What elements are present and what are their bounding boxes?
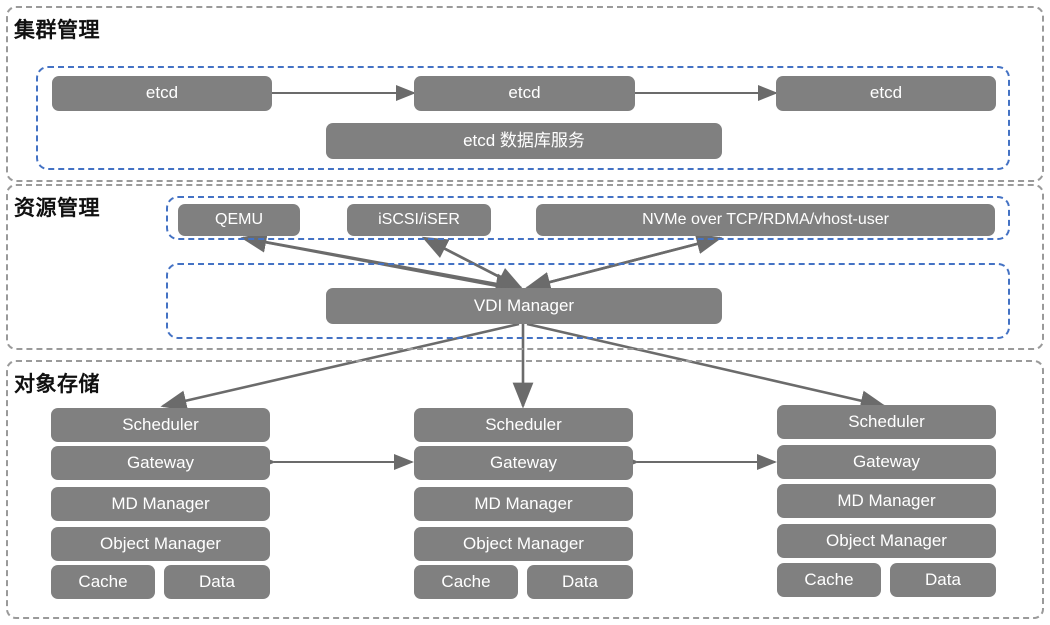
section-title-object-storage: 对象存储 — [14, 373, 100, 396]
section-resource-management — [6, 184, 1044, 350]
storage-right-gateway[interactable]: Gateway — [777, 445, 996, 479]
etcd-node-2[interactable]: etcd — [414, 76, 635, 111]
protocol-nvme-over-fabrics[interactable]: NVMe over TCP/RDMA/vhost-user — [536, 204, 995, 236]
storage-middle-scheduler[interactable]: Scheduler — [414, 408, 633, 442]
storage-middle-md-manager[interactable]: MD Manager — [414, 487, 633, 521]
etcd-database-service[interactable]: etcd 数据库服务 — [326, 123, 722, 159]
storage-middle-cache[interactable]: Cache — [414, 565, 518, 599]
protocol-iscsi-iser[interactable]: iSCSI/iSER — [347, 204, 491, 236]
storage-left-md-manager[interactable]: MD Manager — [51, 487, 270, 521]
storage-right-data[interactable]: Data — [890, 563, 996, 597]
vdi-manager[interactable]: VDI Manager — [326, 288, 722, 324]
storage-right-cache[interactable]: Cache — [777, 563, 881, 597]
storage-right-scheduler[interactable]: Scheduler — [777, 405, 996, 439]
storage-middle-data[interactable]: Data — [527, 565, 633, 599]
storage-middle-object-manager[interactable]: Object Manager — [414, 527, 633, 561]
storage-right-md-manager[interactable]: MD Manager — [777, 484, 996, 518]
section-title-cluster: 集群管理 — [14, 19, 100, 42]
storage-left-data[interactable]: Data — [164, 565, 270, 599]
storage-left-gateway[interactable]: Gateway — [51, 446, 270, 480]
storage-left-scheduler[interactable]: Scheduler — [51, 408, 270, 442]
protocol-qemu[interactable]: QEMU — [178, 204, 300, 236]
storage-right-object-manager[interactable]: Object Manager — [777, 524, 996, 558]
group-etcd-cluster — [36, 66, 1010, 170]
etcd-node-3[interactable]: etcd — [776, 76, 996, 111]
etcd-node-1[interactable]: etcd — [52, 76, 272, 111]
group-protocols — [166, 196, 1010, 240]
group-vdi-manager — [166, 263, 1010, 339]
section-object-storage — [6, 360, 1044, 619]
section-cluster-management — [6, 6, 1044, 182]
section-title-resource: 资源管理 — [14, 197, 100, 220]
storage-left-object-manager[interactable]: Object Manager — [51, 527, 270, 561]
storage-middle-gateway[interactable]: Gateway — [414, 446, 633, 480]
storage-left-cache[interactable]: Cache — [51, 565, 155, 599]
